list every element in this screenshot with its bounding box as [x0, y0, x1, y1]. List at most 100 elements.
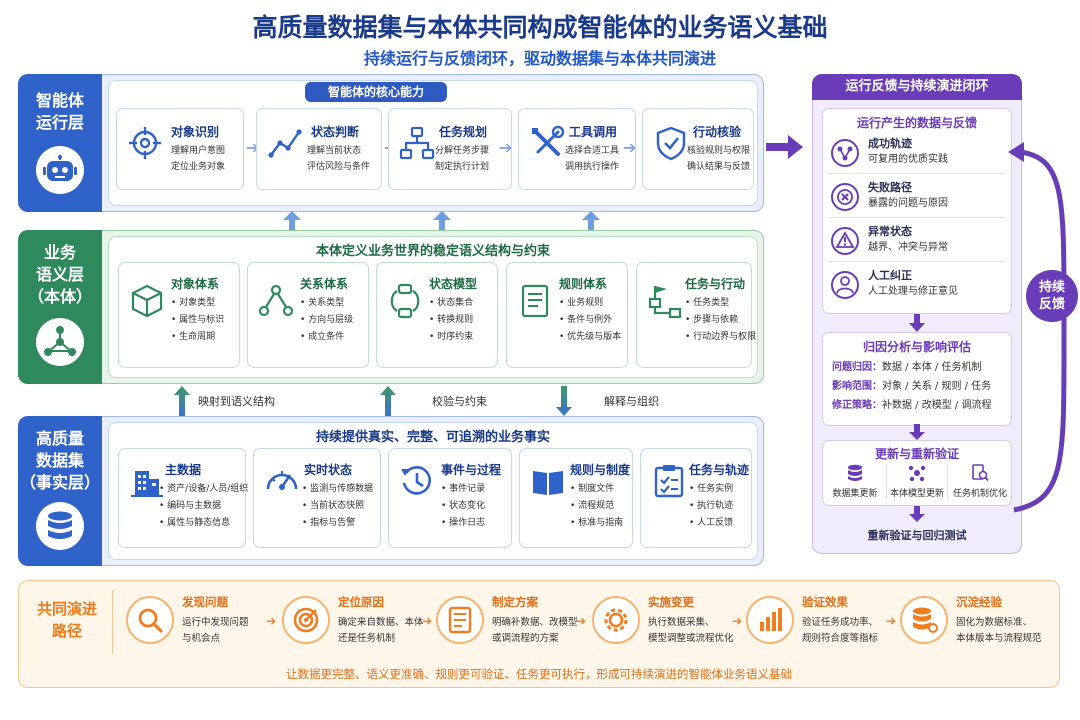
path-divider [112, 590, 113, 654]
flow-icon [399, 126, 435, 160]
feedback-item: 人工纠正 人工处理与修正意见 [828, 266, 1006, 306]
agent-card-title: 状态判断 [311, 125, 360, 139]
arrow-right-icon: ➔ [576, 614, 587, 628]
list-item: • 任务实例 [689, 484, 734, 494]
list-item: • 状态集合 [429, 298, 474, 308]
between-label: 映射到语义结构 [198, 395, 275, 408]
data-card: 事件与过程 • 事件记录• 状态变化• 操作日志 [388, 448, 512, 548]
path-step-line: 还是任务机制 [338, 633, 396, 644]
semantic-label-line-1: 业务 [43, 243, 76, 262]
path-label: 共同演进 路径 [26, 598, 108, 642]
list-item: • 资产/设备/人员/组织 [159, 484, 249, 494]
arrow-down-icon [909, 424, 925, 440]
path-step-title: 实施变更 [648, 595, 694, 609]
semantic-card: 关系体系 • 关系类型• 方向与层级• 成立条件 [247, 262, 369, 368]
database-icon [36, 502, 84, 550]
robot-icon [36, 146, 84, 194]
path-step: 发现问题运行中发现问题与机会点 [126, 592, 276, 658]
search-doc-icon [972, 464, 989, 482]
agent-card-line: 分解任务步骤 [435, 146, 490, 156]
cycle-icon [390, 283, 420, 319]
path-step-line: 验证任务成功率、 [802, 617, 879, 628]
data-label-line-3: （事实层） [19, 473, 100, 492]
list-item: • 执行轨迹 [689, 501, 734, 511]
analysis-item: 问题归因：数据 / 本体 / 任务机制 [832, 358, 991, 377]
side-label-line-1: 持续 [1038, 280, 1065, 295]
between-label: 解释与组织 [604, 395, 659, 408]
feedback-item: 成功轨迹 可复用的优质实践 [828, 134, 1006, 174]
agent-card-title: 工具调用 [569, 125, 618, 139]
list-item: • 当前状态快照 [302, 501, 365, 511]
list-item: • 转换规则 [429, 315, 474, 325]
feedback-loop-arrow-icon [1008, 142, 1067, 513]
path-step: 沉淀经验固化为数据标准、本体版本与流程规范 [900, 592, 1050, 658]
database-gear-icon [913, 607, 938, 633]
agent-label-line-2: 运行层 [35, 113, 84, 132]
analysis-value: 数据 / 本体 / 任务机制 [882, 362, 982, 373]
update-item: 本体模型更新 [886, 464, 948, 499]
agent-card-title: 任务规划 [439, 125, 488, 139]
magnifier-icon [138, 608, 163, 633]
list-item: • 人工反馈 [689, 518, 734, 528]
feedback-title: 运行产生的数据与反馈 [856, 116, 977, 130]
path-step-title: 发现问题 [182, 595, 228, 609]
path-step-icon-circle [592, 596, 640, 644]
analysis-value: 对象 / 关系 / 规则 / 任务 [882, 381, 992, 392]
side-label-line-2: 反馈 [1038, 297, 1065, 312]
list-item: • 属性与标识 [171, 315, 225, 325]
semantic-card: 规则体系 • 业务规则• 条件与例外• 优先级与版本 [506, 262, 628, 368]
analysis-box [822, 332, 1012, 426]
agent-card-title: 行动核验 [693, 125, 742, 139]
data-card-items: • 事件记录• 状态变化• 操作日志 [441, 481, 485, 532]
document-icon [521, 284, 549, 318]
agent-card-line: 核验规则与权限 [687, 146, 751, 156]
agent-card-line: 理解用户意图 [171, 146, 226, 156]
agent-label-line-1: 智能体 [35, 91, 84, 110]
semantic-label-line-2: 语义层 [35, 265, 84, 284]
path-step: 实施变更执行数据采集、模型调整或流程优化 [592, 592, 742, 658]
path-step-icon-circle [282, 596, 330, 644]
semantic-label-line-3: （本体） [27, 287, 92, 306]
arrow-down-icon [909, 314, 925, 332]
semantic-card: 状态模型 • 状态集合• 转换规则• 时序约束 [376, 262, 498, 368]
agent-header: 智能体的核心能力 [305, 82, 447, 102]
semantic-card-title: 规则体系 [559, 277, 608, 291]
path-step-line: 固化为数据标准、 [956, 617, 1033, 628]
list-item: • 成立条件 [300, 332, 345, 342]
list-item: • 制度文件 [570, 484, 615, 494]
analysis-title: 归因分析与影响评估 [862, 340, 971, 354]
feedback-item-desc: 人工处理与修正意见 [868, 286, 958, 297]
agent-layer-label: 智能体 运行层 [18, 74, 102, 212]
data-card-title: 主数据 [165, 463, 202, 477]
semantic-card: 对象体系 • 对象类型• 属性与标识• 生命周期 [118, 262, 240, 368]
semantic-card-items: • 业务规则• 条件与例外• 优先级与版本 [559, 295, 621, 346]
list-item: • 监测与传感数据 [302, 484, 374, 494]
data-card-title: 实时状态 [304, 463, 353, 477]
data-header: 持续提供真实、完整、可追溯的业务事实 [315, 430, 550, 445]
arrow-up-icon [174, 386, 190, 416]
agent-card-line: 制定执行计划 [435, 162, 490, 172]
path-step-line: 执行数据采集、 [648, 617, 715, 628]
arrow-right-icon: ➔ [732, 614, 743, 628]
person-icon [831, 271, 859, 299]
update-title: 更新与重新验证 [874, 447, 959, 461]
feedback-item-desc: 可复用的优质实践 [868, 154, 948, 165]
list-item: • 对象类型 [171, 298, 216, 308]
data-label-line-1: 高质量 [35, 429, 84, 448]
analysis-value: 补数据 / 改模型 / 调流程 [882, 400, 992, 411]
gear-icon [604, 608, 628, 632]
agent-card: 任务规划 分解任务步骤 制定执行计划 [388, 108, 512, 190]
list-icon [448, 606, 472, 634]
semantic-card-items: • 关系类型• 方向与层级• 成立条件 [300, 295, 353, 346]
arrow-down-icon [556, 386, 572, 416]
relation-icon [258, 284, 294, 317]
analysis-key: 影响范围： [832, 381, 882, 392]
page-title: 高质量数据集与本体共同构成智能体的业务语义基础 [252, 13, 828, 42]
analysis-item: 修正策略：补数据 / 改模型 / 调流程 [832, 396, 991, 415]
cube-icon [131, 284, 163, 318]
graph-icon [908, 465, 926, 482]
list-item: • 指标与告警 [302, 518, 356, 528]
history-icon [401, 466, 432, 495]
semantic-card-items: • 任务类型• 步骤与依赖• 行动边界与权限 [685, 295, 756, 346]
analysis-key: 修正策略： [832, 400, 882, 411]
